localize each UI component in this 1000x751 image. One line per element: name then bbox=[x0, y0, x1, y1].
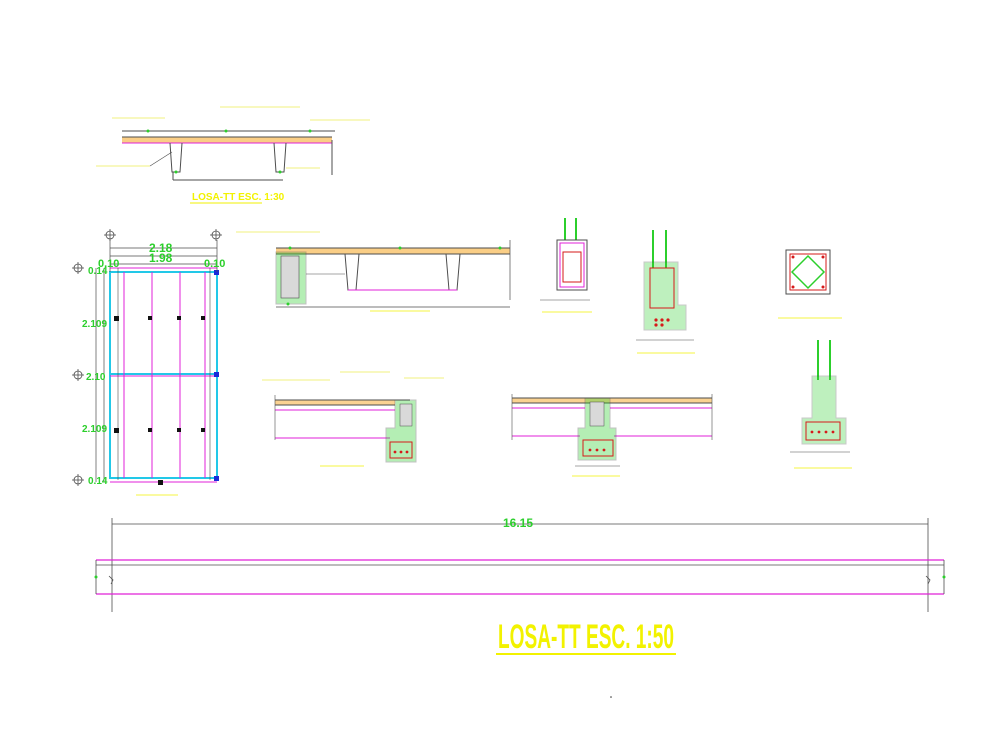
beam-detail-3 bbox=[790, 340, 852, 469]
plan-dim-row5: 0.14 bbox=[88, 476, 108, 487]
plan-dim-row3: 2.10 bbox=[86, 372, 106, 383]
losa-tt-section: LOSA-TT ESC. 1:30 bbox=[96, 106, 370, 204]
plan-dim-top-inner: 1.98 bbox=[149, 251, 173, 265]
column-detail bbox=[778, 249, 842, 319]
losa-tt-section-title: LOSA-TT ESC. 1:30 bbox=[192, 192, 285, 203]
long-span-dimension: 16.15 bbox=[503, 516, 533, 530]
t-slab-section bbox=[236, 231, 511, 312]
plan-view: 2.18 1.98 0.10 0.10 0.14 2.109 2.10 2.10… bbox=[72, 229, 225, 496]
plan-dim-edge-left: 0.10 bbox=[98, 258, 119, 270]
beam-detail-1 bbox=[540, 218, 592, 313]
plan-dim-top-outer: 2.18 bbox=[149, 241, 173, 255]
beam-detail-2 bbox=[636, 230, 695, 354]
plan-dim-row4: 2.109 bbox=[82, 424, 107, 435]
plan-dim-row2: 2.109 bbox=[82, 319, 107, 330]
plan-dim-edge-right: 0.10 bbox=[204, 258, 225, 270]
l-beam-section bbox=[262, 371, 444, 467]
inverted-t-section bbox=[511, 394, 713, 477]
main-drawing-title: LOSA-TT ESC. 1:50 bbox=[498, 618, 674, 656]
plan-dim-row1: 0.14 bbox=[88, 266, 108, 277]
long-span-elevation: 16.15 bbox=[94, 516, 946, 612]
